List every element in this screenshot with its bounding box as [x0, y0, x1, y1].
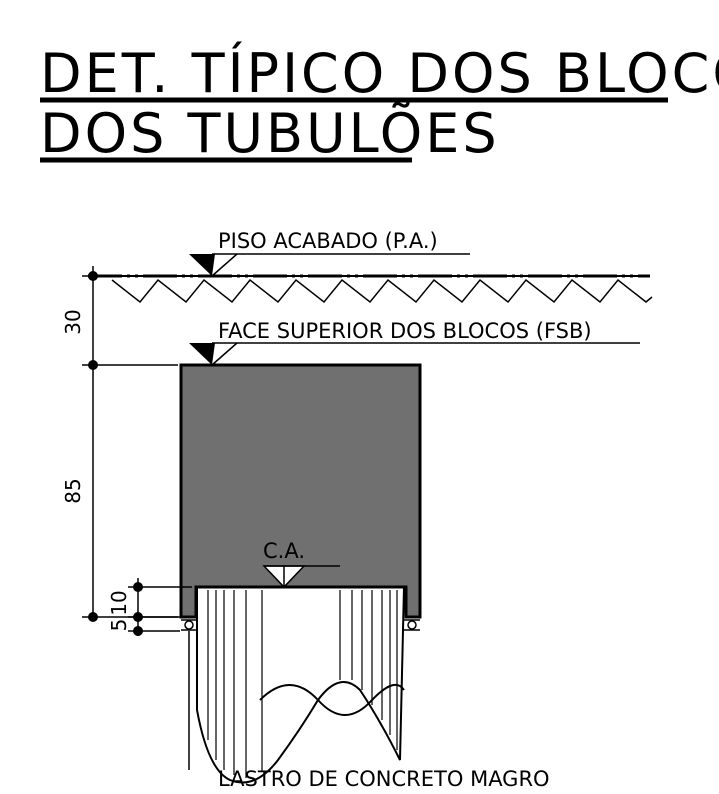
- block-top-label: FACE SUPERIOR DOS BLOCOS (FSB): [218, 319, 592, 343]
- dim-lean-layer: 5: [107, 619, 131, 632]
- finished-floor-marker: [189, 253, 470, 277]
- dim-embed: 10: [107, 590, 131, 615]
- dim-soil-cover: 30: [61, 309, 85, 334]
- finished-floor-label: PISO ACABADO (P.A.): [218, 229, 438, 253]
- title-line-2: DOS TUBULÕES: [40, 102, 500, 165]
- dimension-lines: [82, 266, 192, 770]
- lean-concrete-hatch-right: [404, 619, 420, 631]
- concrete-block: [179, 363, 422, 619]
- lean-concrete-hatch-left: [181, 619, 198, 631]
- ca-marker: [262, 565, 340, 589]
- ca-label: C.A.: [263, 539, 305, 563]
- soil-hatch: [111, 278, 653, 304]
- dimension-dots: [88, 271, 143, 636]
- dim-block-height: 85: [61, 478, 85, 503]
- title-line-1: DET. TÍPICO DOS BLOCOS: [40, 42, 719, 105]
- pile: [196, 586, 406, 784]
- lean-concrete-label: LASTRO DE CONCRETO MAGRO: [218, 767, 550, 791]
- block-top-marker: [189, 342, 640, 366]
